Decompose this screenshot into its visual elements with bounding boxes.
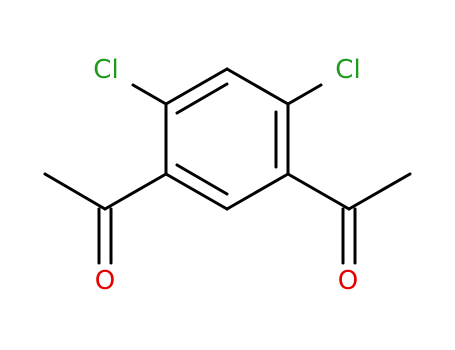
atom-label-o-left: O — [95, 266, 115, 296]
atom-label-cl-left: Cl — [93, 55, 118, 85]
bond-ring-carbonyl-right — [286, 172, 351, 211]
bond-cl-left — [131, 83, 168, 106]
ring-bond-top-left — [164, 67, 229, 106]
ring-bond-bottom-right — [225, 172, 290, 211]
bond-carbonyl-methyl-left — [43, 172, 107, 211]
ring-inner-double-bottom — [175, 163, 229, 196]
benzene-ring — [164, 67, 290, 211]
acetyl-left — [43, 172, 168, 265]
acetyl-right — [286, 172, 412, 265]
ring-bond-top-right — [225, 67, 290, 106]
atom-label-o-right: O — [338, 266, 358, 296]
bond-ring-carbonyl-left — [103, 172, 168, 211]
bond-cl-right — [286, 83, 323, 106]
bond-carbonyl-methyl-right — [347, 172, 412, 211]
ring-bond-bottom-left — [164, 172, 229, 211]
atom-label-cl-right: Cl — [335, 55, 360, 85]
ring-inner-double-top — [175, 82, 229, 115]
